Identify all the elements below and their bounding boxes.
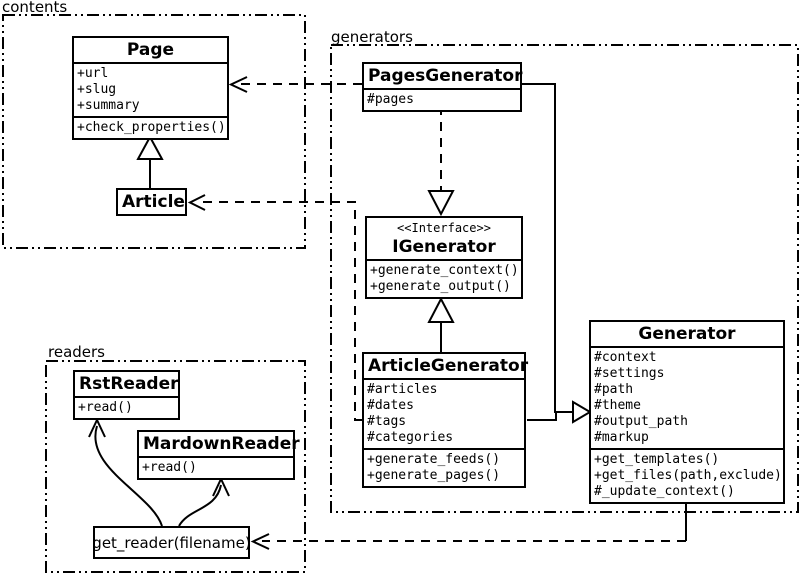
attribute: #dates: [367, 398, 414, 413]
method: +generate_output(): [370, 279, 511, 294]
class-articlegenerator-methods: +generate_feeds() +generate_pages(): [364, 448, 524, 486]
method: +get_files(path,exclude): [594, 468, 782, 483]
method: +generate_feeds(): [367, 452, 501, 467]
class-igenerator-methods: +generate_context() +generate_output(): [367, 259, 521, 297]
class-page-attributes: +url +slug +summary: [74, 62, 227, 116]
method: +read(): [78, 400, 133, 415]
class-page: Page +url +slug +summary +check_properti…: [72, 36, 229, 140]
method: +generate_pages(): [367, 468, 501, 483]
class-mardownreader-methods: +read(): [139, 456, 293, 478]
class-article-name: Article: [122, 192, 185, 212]
class-rstreader: RstReader +read(): [73, 370, 180, 420]
class-article: Article: [116, 188, 187, 216]
method: #_update_context(): [594, 484, 735, 499]
attribute: +url: [77, 66, 109, 81]
edge-generator-depends-on-get-reader: [250, 500, 687, 550]
class-articlegenerator-name: ArticleGenerator: [368, 356, 529, 376]
attribute: #path: [594, 382, 634, 397]
class-page-name: Page: [126, 40, 175, 60]
edge-pagesgenerator-depends-on-page: [228, 76, 362, 93]
attribute: +summary: [77, 98, 140, 113]
edge-get-reader-to-mardownreader: [178, 476, 230, 527]
edge-articlegenerator-depends-on-article: [187, 194, 362, 421]
class-rstreader-name: RstReader: [79, 374, 179, 394]
generators-package-border: [330, 44, 799, 513]
edge-pagesgenerator-realizes-igenerator: [427, 106, 455, 217]
class-generator-name: Generator: [638, 324, 736, 344]
readers-package-border: [45, 360, 306, 573]
attribute: #theme: [594, 398, 641, 413]
method: +generate_context(): [370, 263, 519, 278]
class-pagesgenerator-name: PagesGenerator: [368, 66, 523, 86]
method: +check_properties(): [77, 120, 226, 135]
attribute: #tags: [367, 414, 407, 429]
class-page-methods: +check_properties(): [74, 116, 227, 138]
get-reader-function-label: get_reader(filename): [92, 533, 251, 552]
readers-package-label: readers: [48, 343, 105, 361]
class-articlegenerator-attributes: #articles #dates #tags #categories: [364, 378, 524, 448]
edge-get-reader-to-rstreader: [88, 417, 163, 527]
generators-package-label: generators: [331, 28, 413, 46]
method: +get_templates(): [594, 452, 720, 467]
class-mardownreader-name: MardownReader: [143, 434, 300, 454]
class-generator: Generator #context #settings #path #them…: [589, 320, 785, 504]
edge-articlegenerator-realizes-igenerator: [427, 296, 455, 352]
edge-article-inherits-page: [136, 134, 164, 188]
attribute: #output_path: [594, 414, 688, 429]
class-rstreader-methods: +read(): [75, 396, 178, 418]
class-mardownreader: MardownReader +read(): [137, 430, 300, 480]
get-reader-function-box: get_reader(filename): [92, 526, 251, 559]
class-igenerator-name: IGenerator: [392, 237, 496, 257]
attribute: #settings: [594, 366, 665, 381]
class-pagesgenerator: PagesGenerator #pages: [362, 62, 522, 112]
class-generator-attributes: #context #settings #path #theme #output_…: [591, 346, 783, 448]
attribute: #pages: [367, 92, 414, 107]
attribute: #markup: [594, 430, 649, 445]
class-igenerator: <<Interface>> IGenerator +generate_conte…: [365, 216, 523, 299]
attribute: #categories: [367, 430, 454, 445]
class-articlegenerator: ArticleGenerator #articles #dates #tags …: [362, 352, 529, 488]
attribute: #context: [594, 350, 657, 365]
class-igenerator-stereotype: <<Interface>>: [397, 221, 491, 235]
attribute: +slug: [77, 82, 117, 97]
class-pagesgenerator-attributes: #pages: [364, 88, 520, 110]
contents-package-border: [2, 14, 306, 249]
method: +read(): [142, 460, 197, 475]
edge-generators-inherit-generator: [522, 83, 592, 424]
attribute: #articles: [367, 382, 438, 397]
contents-package-label: contents: [2, 0, 68, 16]
class-generator-methods: +get_templates() +get_files(path,exclude…: [591, 448, 783, 502]
